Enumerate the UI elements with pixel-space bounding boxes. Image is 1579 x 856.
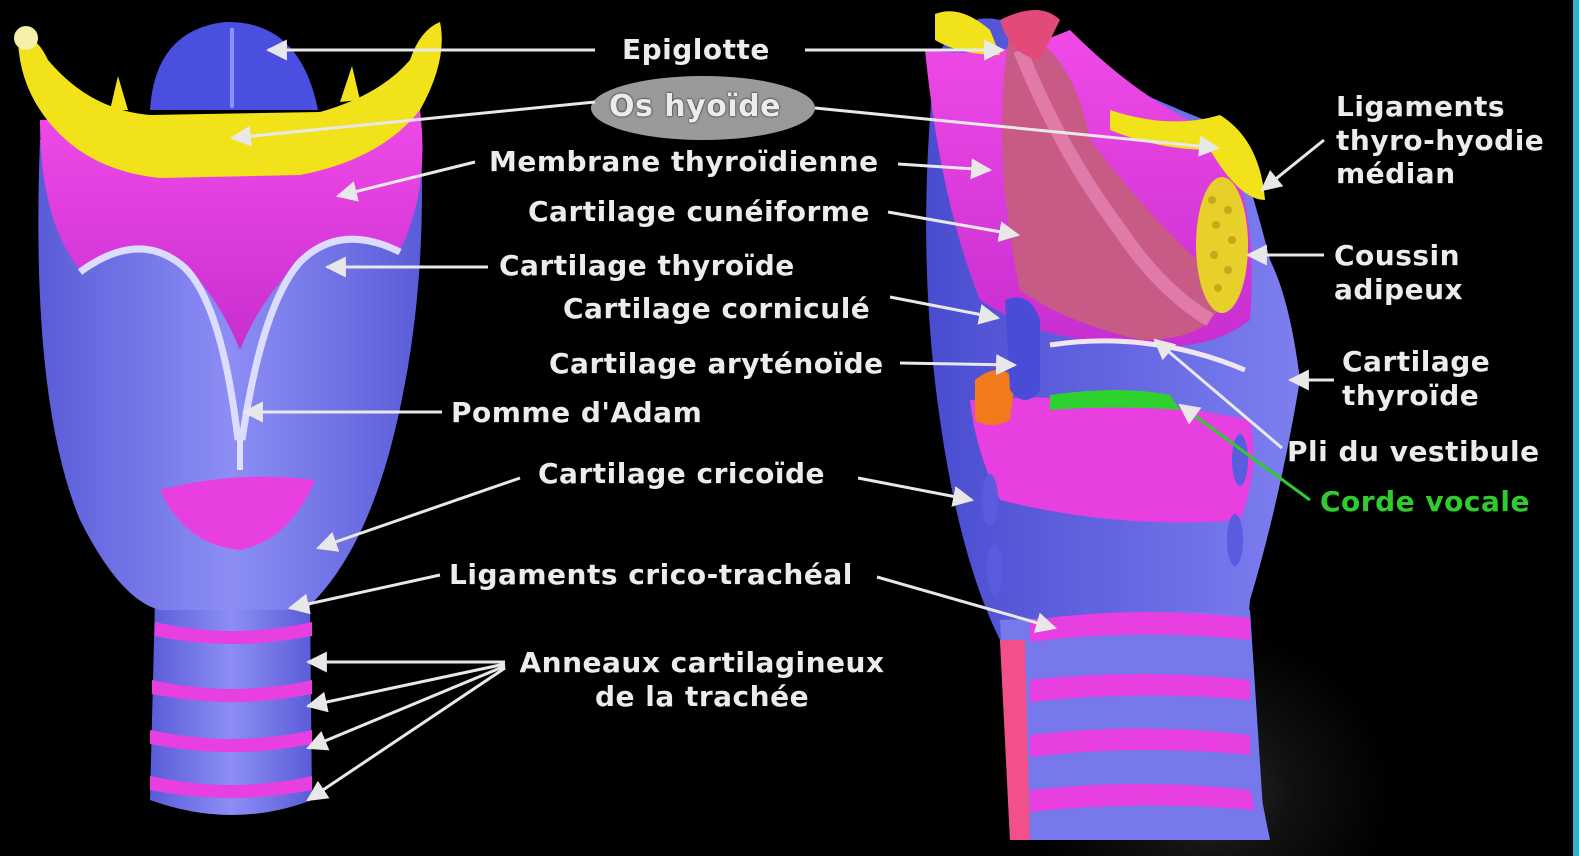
label-cartilage-cuneiforme: Cartilage cunéiforme — [528, 198, 870, 226]
label-ligaments-thyro-hyodie: Ligaments thyro-hyodie médian — [1336, 90, 1544, 191]
label-anneaux-line1: Anneaux cartilagineux — [507, 646, 897, 680]
label-ligaments-line3: médian — [1336, 157, 1544, 191]
larynx-front-view — [14, 22, 442, 815]
label-cartilage-thyroide-right-line1: Cartilage — [1342, 345, 1490, 379]
frame-right-edge — [1573, 0, 1579, 856]
label-cartilage-thyroide: Cartilage thyroïde — [499, 252, 795, 280]
label-cartilage-thyroide-right: Cartilage thyroïde — [1342, 345, 1490, 412]
larynx-sagittal-view — [925, 10, 1300, 840]
label-ligaments-line1: Ligaments — [1336, 90, 1544, 124]
label-ligaments-crico-tracheal: Ligaments crico-trachéal — [449, 561, 853, 589]
arrow-arytenoide — [900, 363, 1015, 365]
label-coussin-line1: Coussin — [1334, 239, 1463, 273]
posterior-wall — [1000, 640, 1030, 840]
label-anneaux-cartilagineux: Anneaux cartilagineux de la trachée — [507, 646, 897, 713]
fat-pad-shape — [1196, 177, 1248, 313]
corniculate-cartilage-shape — [1005, 298, 1040, 401]
label-ligaments-line2: thyro-hyodie — [1336, 124, 1544, 158]
label-cartilage-arytenoide: Cartilage aryténoïde — [549, 350, 884, 378]
arrow-anneaux-4 — [308, 668, 505, 800]
label-pli-du-vestibule: Pli du vestibule — [1287, 438, 1540, 466]
label-membrane-thyroidienne: Membrane thyroïdienne — [489, 148, 879, 176]
label-os-hyoide: Os hyoïde — [609, 92, 781, 122]
arrow-ligaments-thyro — [1262, 140, 1324, 190]
label-corde-vocale: Corde vocale — [1320, 488, 1530, 516]
label-pomme-adam: Pomme d'Adam — [451, 399, 702, 427]
hyoid-tip — [14, 26, 38, 50]
label-cartilage-cricoide: Cartilage cricoïde — [538, 460, 825, 488]
label-cartilage-thyroide-right-line2: thyroïde — [1342, 379, 1490, 413]
arrow-anneaux-2 — [308, 664, 505, 706]
label-epiglotte: Epiglotte — [622, 36, 770, 64]
arytenoid-cartilage-shape — [975, 370, 1015, 425]
label-coussin-adipeux: Coussin adipeux — [1334, 239, 1463, 306]
label-cartilage-cornicule: Cartilage corniculé — [563, 295, 870, 323]
label-coussin-line2: adipeux — [1334, 273, 1463, 307]
label-anneaux-line2: de la trachée — [507, 680, 897, 714]
